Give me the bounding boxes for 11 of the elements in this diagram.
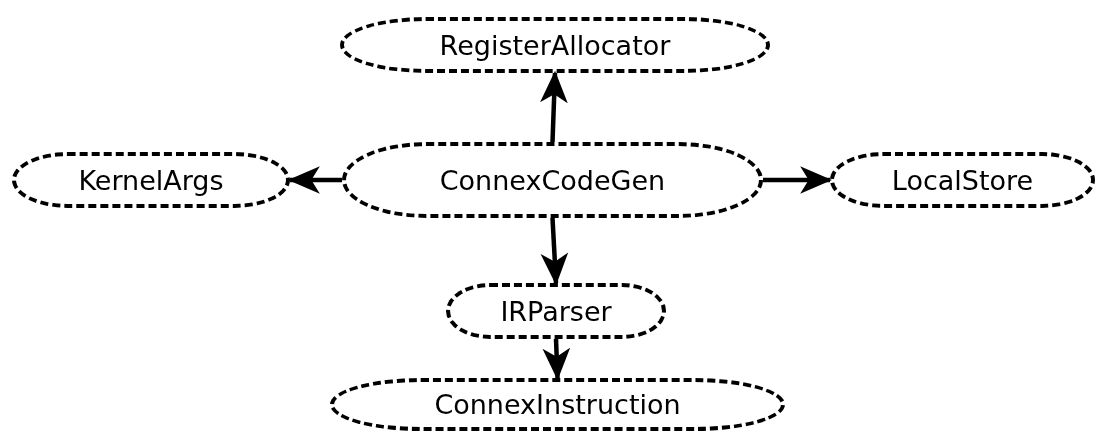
node-label: RegisterAllocator	[439, 29, 671, 61]
arrow	[540, 217, 569, 286]
node-label: KernelArgs	[78, 164, 224, 196]
arrow	[540, 70, 568, 143]
arrow	[287, 166, 342, 194]
node-label: LocalStore	[891, 164, 1034, 196]
arrow	[763, 166, 833, 194]
node-label: ConnexCodeGen	[439, 164, 666, 196]
arrow	[542, 338, 571, 381]
node-label: ConnexInstruction	[434, 389, 681, 420]
node-label: IRParser	[500, 295, 612, 327]
